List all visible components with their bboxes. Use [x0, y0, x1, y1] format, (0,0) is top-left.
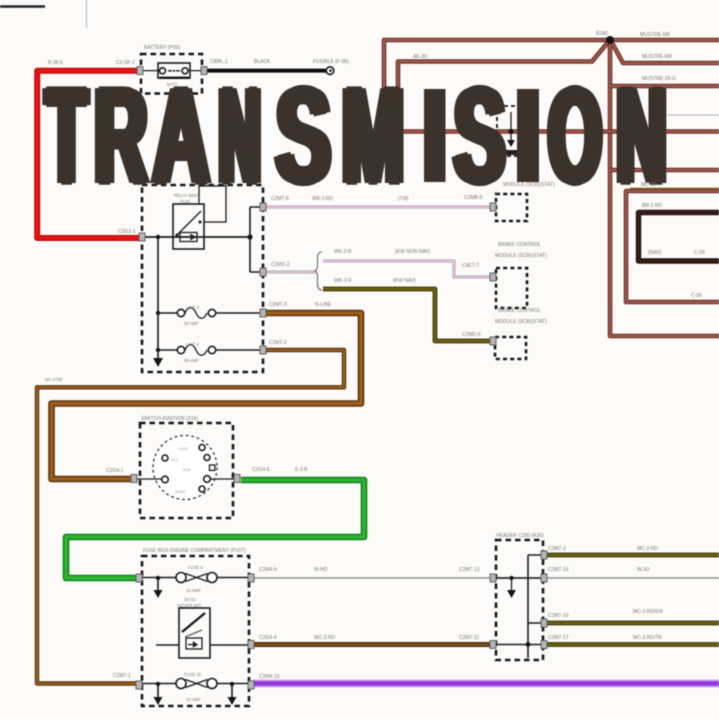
svg-text:FUSE 16: FUSE 16 [184, 672, 202, 677]
svg-text:HEADER C200 (K30): HEADER C200 (K30) [496, 533, 544, 539]
svg-text:C2G2-1: C2G2-1 [118, 229, 136, 235]
svg-text:10 AMP: 10 AMP [186, 697, 201, 702]
svg-text:(SEVER BO): (SEVER BO) [177, 603, 202, 608]
svg-text:MODULE (SCB)(STAT): MODULE (SCB)(STAT) [503, 182, 555, 188]
svg-text:AK-30: AK-30 [413, 54, 427, 60]
svg-text:W-HD: W-HD [314, 567, 328, 573]
svg-text:C2G4-5: C2G4-5 [252, 467, 270, 473]
svg-text:C4ET-7: C4ET-7 [462, 263, 479, 269]
svg-text:C2MT-6: C2MT-6 [271, 196, 289, 202]
svg-text:C2M7-1: C2M7-1 [113, 673, 131, 679]
svg-text:MC-3 RD: MC-3 RD [637, 546, 658, 552]
svg-text:MC-3 RD/GN: MC-3 RD/GN [633, 609, 663, 615]
svg-text:60 AMP: 60 AMP [184, 321, 199, 326]
svg-text:BATT: BATT [167, 82, 178, 87]
svg-text:BRAKE CONTROL: BRAKE CONTROL [498, 308, 541, 314]
svg-text:C8ML-1: C8ML-1 [210, 59, 228, 65]
svg-text:C2M7-11: C2M7-11 [459, 635, 479, 641]
svg-text:SE-01: SE-01 [184, 597, 196, 602]
svg-text:(NAV): (NAV) [648, 250, 662, 256]
svg-text:FUSE 6: FUSE 6 [188, 565, 203, 570]
svg-text:C2M7-16: C2M7-16 [548, 567, 569, 573]
svg-text:C2M7-10: C2M7-10 [548, 613, 569, 619]
svg-text:MUSTRE-6M: MUSTRE-6M [642, 54, 672, 60]
svg-text:C2M7-17: C2M7-17 [548, 635, 569, 641]
svg-text:MC-3 RD: MC-3 RD [45, 377, 62, 382]
svg-text:C2MT-3: C2MT-3 [269, 302, 287, 308]
svg-text:C2MT-2: C2MT-2 [269, 340, 287, 346]
svg-text:RJ40: RJ40 [596, 31, 608, 37]
svg-text:MUSTRE-24-G: MUSTRE-24-G [642, 76, 676, 82]
svg-text:MC-30: MC-30 [641, 182, 656, 188]
svg-text:(K19): (K19) [180, 199, 191, 204]
svg-text:10 AMP: 10 AMP [186, 588, 201, 593]
svg-text:BRAKE CONTROL: BRAKE CONTROL [498, 242, 541, 248]
svg-text:RELAY MINI: RELAY MINI [174, 193, 197, 198]
svg-text:C2G4-1: C2G4-1 [106, 468, 124, 474]
svg-text:MODULE (SCB)(STAT): MODULE (SCB)(STAT) [495, 253, 547, 259]
svg-text:BR-2 RD: BR-2 RD [642, 203, 662, 209]
svg-text:MC-3 RD: MC-3 RD [314, 635, 335, 641]
svg-text:BATTERY (P20): BATTERY (P20) [144, 45, 180, 51]
svg-text:(KW NAV): (KW NAV) [393, 278, 416, 284]
svg-text:WK-3 RD: WK-3 RD [312, 196, 334, 202]
svg-text:BLACK: BLACK [254, 59, 271, 65]
svg-text:C2G4-4: C2G4-4 [259, 635, 277, 641]
svg-text:MC-3 RD/TR: MC-3 RD/TR [633, 635, 662, 641]
svg-text:N-LINE: N-LINE [315, 302, 332, 308]
svg-text:R.36 b: R.36 b [48, 60, 63, 66]
svg-text:LOCK: LOCK [179, 447, 189, 451]
svg-text:MUSTRE-6M: MUSTRE-6M [640, 32, 670, 38]
svg-text:C-05: C-05 [691, 293, 702, 299]
svg-text:W-3D: W-3D [637, 567, 650, 573]
svg-text:ACC: ACC [171, 458, 179, 462]
svg-text:LINE 4: LINE 4 [186, 342, 199, 347]
svg-text:C-05: C-05 [694, 250, 705, 256]
svg-text:WK-3 R: WK-3 R [334, 278, 352, 284]
svg-text:FUSE BOX-ENGINE COMPARTMENT (P: FUSE BOX-ENGINE COMPARTMENT (P10T) [143, 548, 246, 554]
svg-text:START: START [175, 490, 186, 494]
svg-text:MODULE (SCB)(STAT): MODULE (SCB)(STAT) [495, 319, 547, 325]
svg-text:80 AMP: 80 AMP [184, 358, 199, 363]
svg-text:C2MX-3: C2MX-3 [271, 262, 290, 268]
svg-text:C2MD-6: C2MD-6 [462, 332, 481, 338]
svg-text:C2M4-6: C2M4-6 [259, 567, 277, 573]
svg-text:(KW NON NAV): (KW NON NAV) [395, 249, 431, 255]
svg-text:WK-3 R: WK-3 R [334, 249, 352, 255]
svg-text:FUSIBLE (F-05): FUSIBLE (F-05) [313, 59, 349, 65]
svg-text:SWITCH-IGNITION (X16): SWITCH-IGNITION (X16) [141, 416, 199, 422]
svg-text:C2M7-3: C2M7-3 [548, 546, 566, 552]
svg-text:C2-SF-2: C2-SF-2 [116, 60, 135, 66]
svg-text:RUN: RUN [183, 468, 191, 472]
svg-text:C2M7-13: C2M7-13 [459, 567, 480, 573]
svg-text:E-3 B: E-3 B [295, 467, 308, 473]
svg-text:C2M4-16: C2M4-16 [259, 674, 280, 680]
svg-text:LINE 3: LINE 3 [186, 305, 199, 310]
svg-text:(TM): (TM) [398, 196, 409, 202]
svg-text:C2MB-9: C2MB-9 [464, 195, 483, 201]
